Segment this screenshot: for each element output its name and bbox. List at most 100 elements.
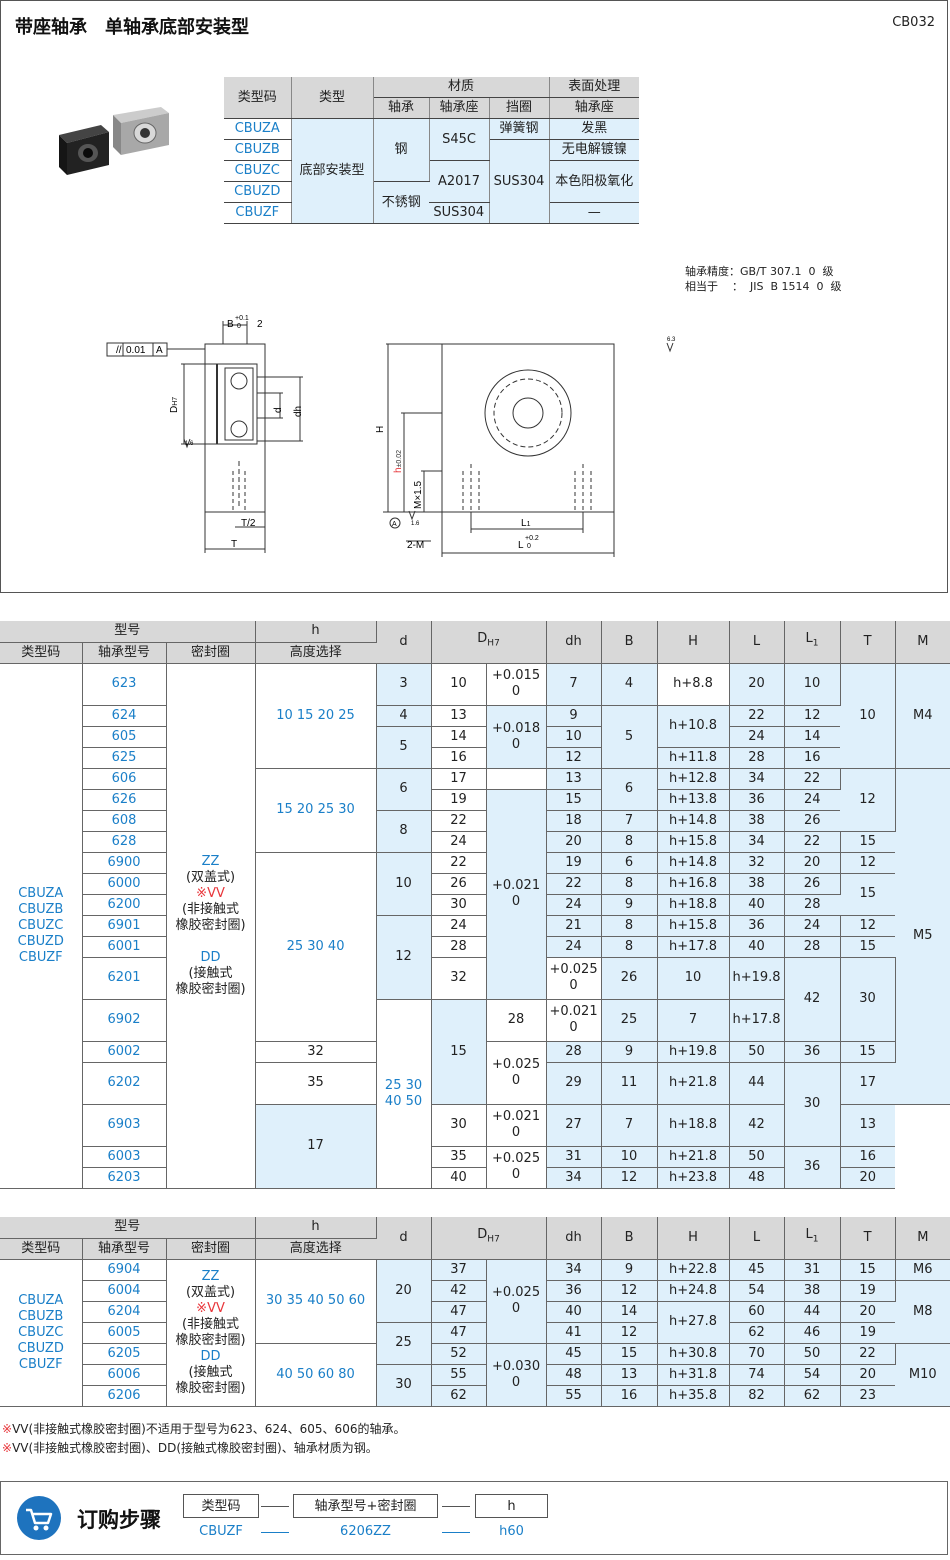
B-value: 8 — [601, 873, 658, 895]
T-value: 20 — [840, 1167, 896, 1189]
dim-Mx15: M×1.5 — [413, 480, 424, 509]
L-value: 44 — [729, 1062, 785, 1105]
dim-B-tol-up: +0.1 — [235, 315, 249, 322]
L1-value: 50 — [784, 1343, 841, 1365]
dh-value: 24 — [546, 936, 602, 958]
precision-note: 轴承精度：GB/T 307.1 0 级 相当于 ： JIS B 1514 0 级 — [685, 264, 841, 294]
D-value: 52 — [431, 1343, 487, 1365]
dh-value: 10 — [546, 726, 602, 748]
dim-T2: T/2 — [241, 518, 256, 529]
hdr-h: h — [255, 621, 377, 643]
hdr-H: H — [657, 621, 730, 664]
bearing-model: 608 — [82, 810, 167, 832]
D-value: 35 — [255, 1062, 377, 1105]
hdr-D: DH7 — [431, 1217, 547, 1260]
dim-B: B — [227, 319, 234, 330]
roughness-value: 6.3 — [667, 337, 676, 343]
B-value: 6 — [601, 768, 658, 811]
T-value: 17 — [840, 1062, 896, 1105]
hdr-D: DH7 — [431, 621, 547, 664]
product-photo — [59, 107, 169, 175]
dh-value: 48 — [546, 1364, 602, 1386]
mat-housing-a2017: A2017 — [429, 160, 490, 203]
dh-value: 9 — [546, 705, 602, 727]
H-value: h+23.8 — [657, 1167, 730, 1189]
B-value: 14 — [601, 1301, 658, 1323]
mat-h-housing: 轴承座 — [429, 97, 490, 119]
hdr-d: d — [376, 1217, 432, 1260]
hdr-dh: dh — [546, 1217, 602, 1260]
D-value: 37 — [431, 1259, 487, 1281]
flatness-symbol-icon: // — [116, 345, 122, 356]
footnotes: ※VV(非接触式橡胶密封圈)不适用于型号为623、624、605、606的轴承。… — [2, 1420, 405, 1458]
M-value: M10 — [895, 1343, 950, 1407]
hdr-dh: dh — [546, 621, 602, 664]
L1-value: 36 — [784, 1041, 841, 1063]
L-value: 62 — [729, 1322, 785, 1344]
L-value: 28 — [729, 747, 785, 769]
order-title: 订购步骤 — [77, 1508, 161, 1532]
H-value: h+14.8 — [657, 810, 730, 832]
D-value: 47 — [431, 1301, 487, 1323]
order-step-h: h — [475, 1494, 548, 1518]
spec-table-2: 型号 h d DH7 dh B H L L1 T M 类型码 轴承型号 密封圈 … — [0, 1217, 950, 1407]
bearing-model: 6002 — [82, 1041, 167, 1063]
mat-retainer-sus304: SUS304 — [489, 139, 550, 224]
height-options: 30 35 40 50 60 — [255, 1259, 377, 1344]
flatness-value: 0.01 — [126, 345, 146, 356]
B-value: 16 — [601, 1385, 658, 1407]
B-value: 15 — [601, 1343, 658, 1365]
dh-value: 40 — [546, 1301, 602, 1323]
B-value: 9 — [601, 1259, 658, 1281]
bearing-model: 6203 — [82, 1167, 167, 1189]
d-value: 30 — [376, 1364, 432, 1407]
bearing-model: 6201 — [82, 957, 167, 1000]
bearing-model: 6200 — [82, 894, 167, 916]
H-value: h+8.8 — [657, 663, 730, 706]
mat-h-bearing: 轴承 — [373, 97, 430, 119]
dh-value: 22 — [546, 873, 602, 895]
order-connector — [261, 1532, 289, 1533]
bearing-model: 6205 — [82, 1343, 167, 1365]
L1-value: 28 — [784, 894, 841, 916]
hdr-height: 高度选择 — [255, 642, 377, 664]
D-value: 32 — [431, 957, 487, 1000]
D-value: 35 — [431, 1146, 487, 1168]
L-value: 82 — [729, 1385, 785, 1407]
D-value: 13 — [431, 705, 487, 727]
L1-value: 12 — [784, 705, 841, 727]
bearing-model: 6004 — [82, 1280, 167, 1302]
dim-2: 2 — [257, 319, 263, 330]
d-value: 15 — [431, 999, 487, 1105]
B-value: 9 — [601, 894, 658, 916]
L1-value: 36 — [784, 1146, 841, 1189]
L1-value: 28 — [784, 936, 841, 958]
D-value: 32 — [255, 1041, 377, 1063]
dh-value: 24 — [546, 894, 602, 916]
H-value: h+30.8 — [657, 1343, 730, 1365]
height-options: 15 20 25 30 — [255, 768, 377, 853]
B-value: 9 — [601, 1041, 658, 1063]
hdr-bearing-no: 轴承型号 — [82, 1238, 167, 1260]
L-value: 22 — [729, 705, 785, 727]
mat-bearing-stainless: 不锈钢 — [373, 181, 429, 224]
bearing-model: 6001 — [82, 936, 167, 958]
dim-D: DH7 — [169, 397, 180, 413]
L-value: 70 — [729, 1343, 785, 1365]
H-value: h+35.8 — [657, 1385, 730, 1407]
dh-value: 20 — [546, 831, 602, 853]
seal-options: ZZ(双盖式) ※VV(非接触式橡胶密封圈) DD(接触式橡胶密封圈) — [166, 1259, 256, 1407]
height-options: 25 30 40 — [255, 852, 377, 1042]
B-value: 10 — [657, 957, 730, 1000]
datum-circle-icon — [389, 517, 401, 529]
L1-value: 26 — [784, 873, 841, 895]
hdr-M: M — [895, 621, 950, 664]
bearing-model: 6904 — [82, 1259, 167, 1281]
T-value: 12 — [840, 852, 896, 874]
product-info-section: 带座轴承 单轴承底部安装型 CB032 类型码 类型 材质 表面处理 轴承 轴承… — [0, 0, 948, 593]
mat-bearing-steel: 钢 — [373, 118, 430, 182]
dh-value: 34 — [546, 1167, 602, 1189]
